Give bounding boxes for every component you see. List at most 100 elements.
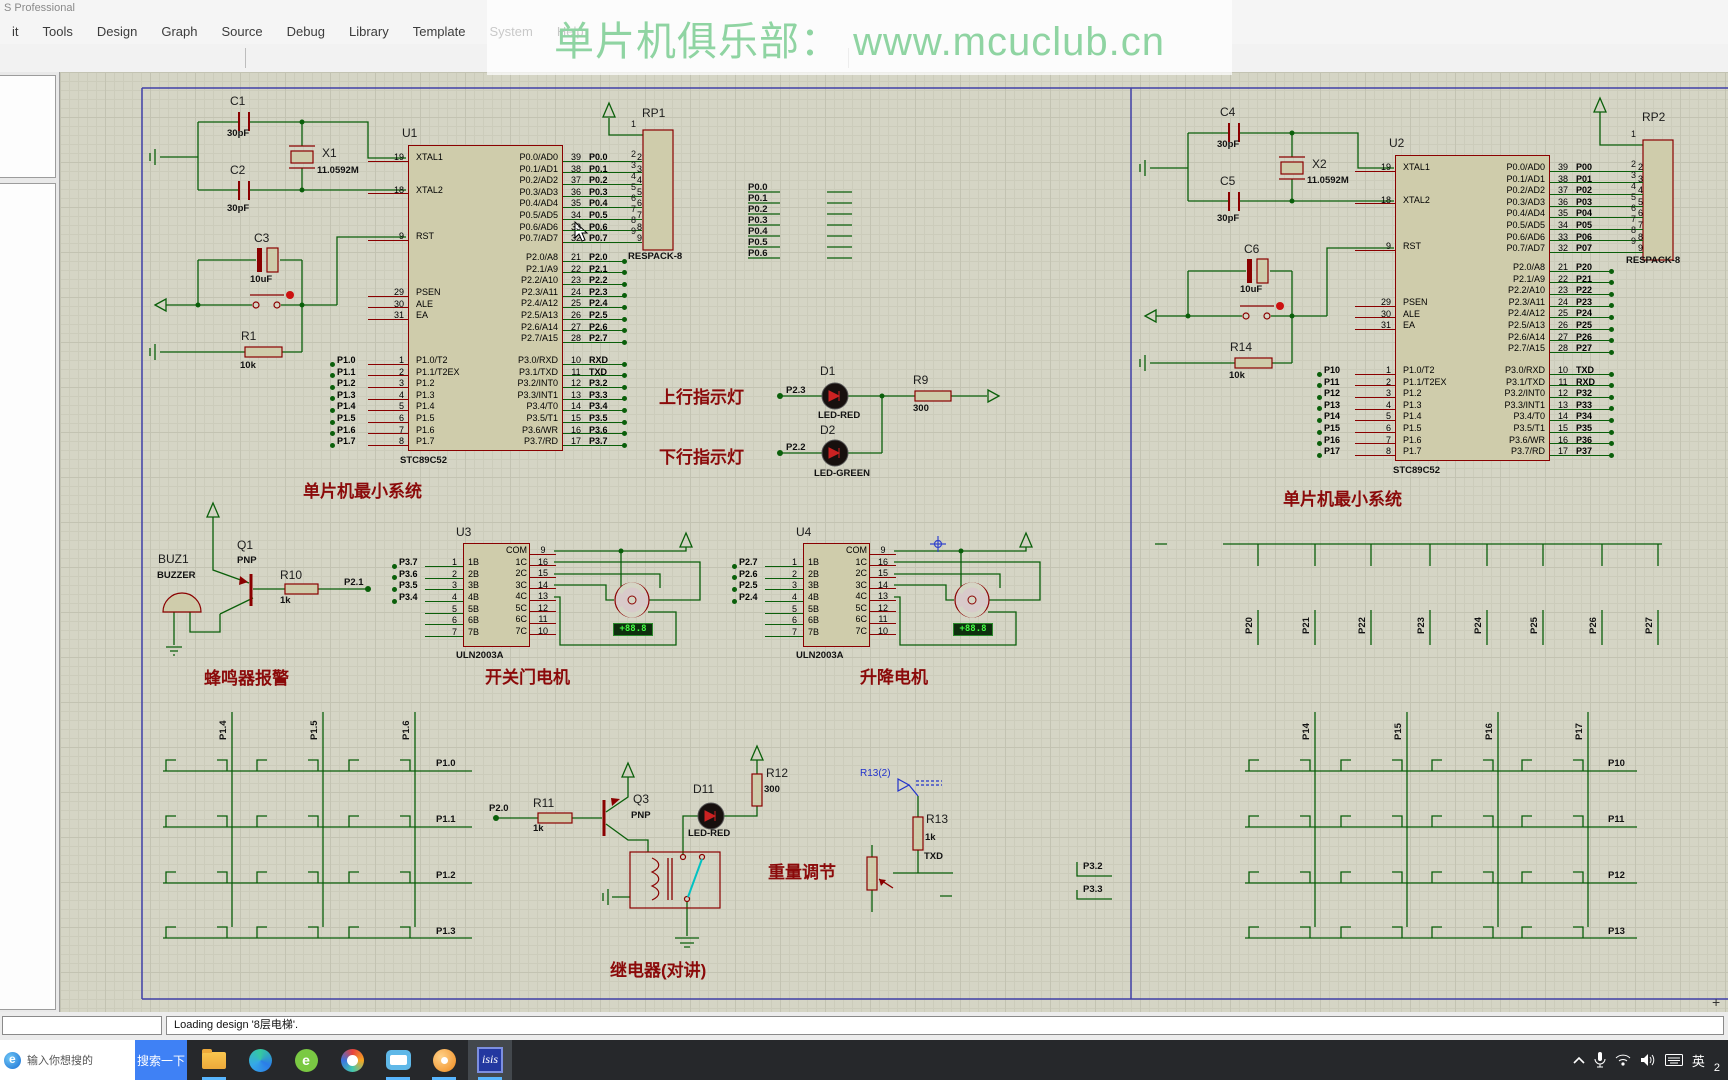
toolbar-separator xyxy=(245,48,246,68)
schematic-text: 30pF xyxy=(227,128,250,139)
system-tray: 英 2 xyxy=(1573,1040,1720,1080)
search-button[interactable]: 搜索一下 xyxy=(135,1040,187,1080)
menu-item[interactable]: it xyxy=(12,23,19,39)
menu-item[interactable]: Design xyxy=(96,23,138,39)
menu-item[interactable]: Debug xyxy=(286,23,325,39)
taskbar-search-input[interactable]: 输入你想搜的 xyxy=(0,1040,135,1080)
video-app-icon xyxy=(385,1050,411,1070)
schematic-text: 开关门电机 xyxy=(485,668,570,687)
schematic-text: P17 xyxy=(1574,723,1585,740)
taskbar-video-app[interactable] xyxy=(376,1040,420,1080)
schematic-text: P23 xyxy=(1416,617,1427,634)
u2-ref: U2 xyxy=(1389,136,1405,150)
schematic-text: RESPACK-8 xyxy=(628,251,683,262)
schematic-text: P1.4 xyxy=(218,720,229,740)
pin-row: 7 xyxy=(392,627,465,639)
schematic-text: R13 xyxy=(926,812,949,826)
taskbar-isis-proteus[interactable]: isis xyxy=(468,1040,512,1080)
search-placeholder: 输入你想搜的 xyxy=(27,1055,93,1067)
schematic-text: LED-RED xyxy=(818,410,861,421)
taskbar-file-explorer[interactable] xyxy=(192,1040,236,1080)
schematic-text: P0.6 xyxy=(748,248,768,259)
pin-row: 6 xyxy=(392,615,465,627)
schematic-text: Q1 xyxy=(237,538,254,552)
device-list-panel[interactable] xyxy=(0,183,56,1010)
schematic-text: 2 xyxy=(1631,159,1637,169)
schematic-text: 9 xyxy=(631,226,637,236)
app-title: S Professional xyxy=(4,2,75,14)
schematic-text: 9 xyxy=(1631,236,1637,246)
schematic-text: 10uF xyxy=(250,274,273,285)
menu-item[interactable]: Graph xyxy=(161,23,198,39)
wifi-icon[interactable] xyxy=(1615,1054,1631,1066)
menu-item[interactable]: Library xyxy=(348,23,389,39)
u1-ref: U1 xyxy=(402,126,418,140)
schematic-text: BUZ1 xyxy=(158,552,189,566)
menu-item[interactable]: Tools xyxy=(42,23,73,39)
menu-item[interactable]: Template xyxy=(412,23,466,39)
schematic-text: +88.8 xyxy=(953,623,993,636)
schematic-text: 6 xyxy=(1631,203,1637,213)
schematic-text: P0.4 xyxy=(748,226,768,237)
schematic-text: P11 xyxy=(1608,814,1625,825)
schematic-text: U3 xyxy=(456,525,472,539)
schematic-text: + xyxy=(1712,994,1721,1010)
schematic-text: 5 xyxy=(631,182,637,192)
microphone-icon[interactable] xyxy=(1594,1052,1606,1068)
schematic-text: P1.3 xyxy=(436,926,456,937)
schematic-text: 1 xyxy=(1631,129,1637,139)
schematic-overview-panel[interactable] xyxy=(0,75,56,178)
schematic-text: 上行指示灯 xyxy=(659,388,744,407)
pin-row: 6 xyxy=(732,615,805,627)
taskbar-media-app[interactable] xyxy=(422,1040,466,1080)
taskbar-edge-browser[interactable] xyxy=(238,1040,282,1080)
schematic-text: P12 xyxy=(1608,870,1625,881)
schematic-text: 1 xyxy=(631,119,637,129)
schematic-text: C3 xyxy=(254,231,270,245)
schematic-text: P3.2 xyxy=(1083,861,1103,872)
schematic-text: U4 xyxy=(796,525,812,539)
schematic-text: P10 xyxy=(1608,758,1625,769)
hidden-icons-chevron[interactable] xyxy=(1573,1056,1585,1064)
schematic-text: 8 xyxy=(1631,225,1637,235)
taskbar-messenger[interactable] xyxy=(330,1040,374,1080)
schematic-text: R11 xyxy=(533,796,555,810)
schematic-text: PNP xyxy=(631,810,651,821)
ime-indicator[interactable]: 英 xyxy=(1691,1053,1705,1069)
menu-item[interactable]: Source xyxy=(221,23,263,39)
touch-keyboard-icon[interactable] xyxy=(1664,1054,1683,1066)
schematic-text: BUZZER xyxy=(157,570,196,581)
schematic-text: 8 xyxy=(631,215,637,225)
u1-part: STC89C52 xyxy=(400,455,447,466)
taskbar-360-browser[interactable]: e xyxy=(284,1040,328,1080)
schematic-text: P1.6 xyxy=(401,720,412,740)
volume-icon[interactable] xyxy=(1640,1053,1656,1067)
schematic-text: R14 xyxy=(1230,340,1253,354)
clock-partial[interactable]: 2 xyxy=(1713,1062,1720,1074)
